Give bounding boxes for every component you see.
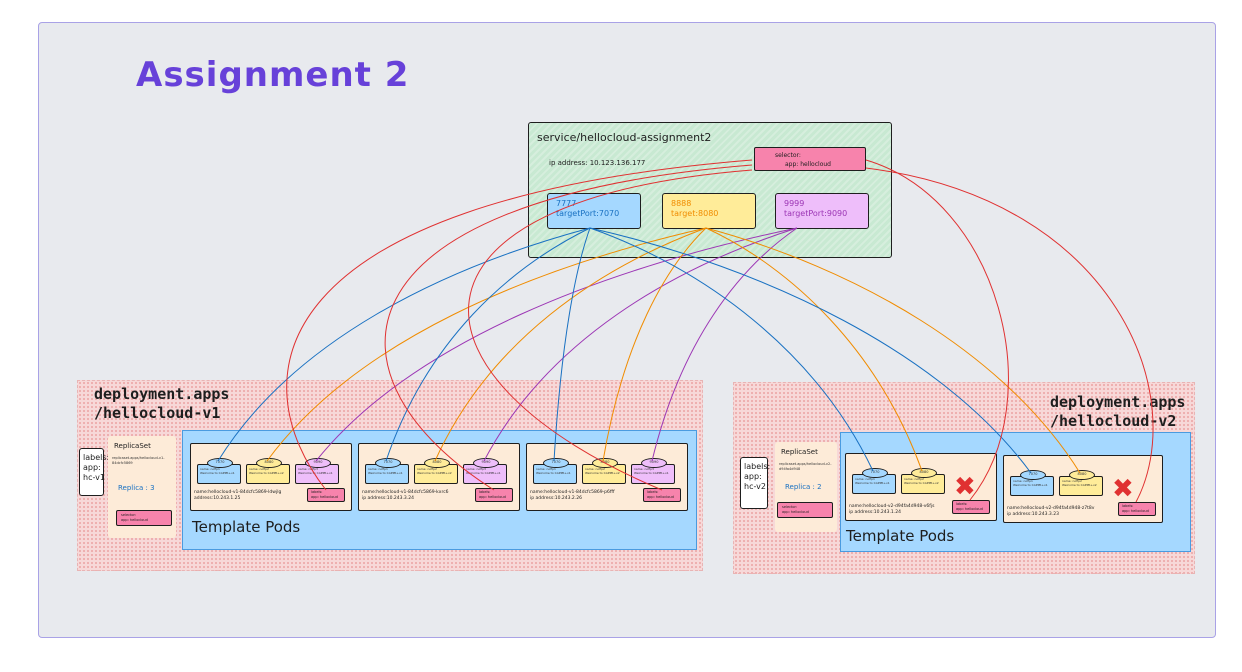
labels-v1: labels: app: hc-v1 [79, 448, 109, 496]
container-port-7070: 7070 [543, 458, 569, 468]
pod-v2-1-name: name:hellocloud-v2-d94fa4d948-v6fjs ip a… [849, 504, 935, 515]
port-8888-target: target:8080 [671, 209, 719, 218]
line-port-to-container-4 [385, 227, 591, 462]
pod-v1-3-labels: labels: app: hellocloud [643, 488, 681, 502]
red-x-icon: ✖ [954, 472, 976, 502]
replicaset-v2-selector: selector: app: hellocloud [777, 502, 833, 518]
container-7070: name: nofip1 Welcome to CAPPR+v1 [852, 474, 896, 494]
labels-v2: labels: app: hc-v2 [740, 457, 770, 509]
pod-v2-1-labels: labels: app: hellocloud [952, 500, 990, 514]
pod-v1-1-labels: labels: app: hellocloud [307, 488, 345, 502]
line-selector-to-label-4 [865, 159, 1009, 501]
replicaset-v2-name: replicaset.apps/hellocloud-v2-d94fa4d948 [779, 462, 832, 471]
replicaset-v2-replica: Replica : 2 [785, 483, 822, 491]
replicaset-v1-replica: Replica : 3 [118, 484, 155, 492]
container-8080: name: nofip2 Welcome to CAPPR+v2 [1059, 476, 1103, 496]
container-9090: name: nofip3 Welcome to CAPPR+v1 [463, 464, 507, 484]
port-7777-target: targetPort:7070 [556, 209, 620, 218]
line-port-to-container-10 [589, 227, 874, 472]
pod-v1-2-name: name:hellocloud-v1-84dcfc5869-kxrc6 ip a… [362, 490, 449, 501]
pod-v2-2-name: name:hellocloud-v2-d94fa4d948-z7t8v ip a… [1007, 506, 1095, 517]
line-port-to-container-7 [553, 227, 591, 462]
replicaset-v1: ReplicaSet replicaset.apps/hellocloud-v1… [108, 436, 176, 538]
service-port-7777: 7777 targetPort:7070 [547, 193, 641, 229]
line-selector-to-label-5 [865, 167, 1154, 503]
deployment-v1-title: deployment.apps /hellocloud-v1 [94, 385, 230, 422]
line-port-to-container-9 [651, 227, 798, 462]
container-port-9090: 9090 [641, 458, 667, 468]
line-port-to-container-2 [266, 227, 707, 462]
line-port-to-container-1 [217, 227, 591, 462]
container-port-8080: 8080 [424, 458, 450, 468]
template-pods-v2-label: Template Pods [846, 527, 955, 545]
line-port-to-container-13 [705, 227, 1081, 474]
service-port-8888: 8888 target:8080 [662, 193, 756, 229]
container-7070: name: nofip1 Welcome to CAPPR+v1 [197, 464, 241, 484]
service-box: service/hellocloud-assignment2 ip addres… [528, 122, 892, 258]
line-selector-to-label-3 [468, 169, 753, 491]
replicaset-v2-title: ReplicaSet [781, 448, 818, 456]
service-name: service/hellocloud-assignment2 [537, 131, 712, 144]
container-port-9090: 9090 [473, 458, 499, 468]
pod-v1-3-name: name:hellocloud-v1-84dcfc5869-p6fff ip a… [530, 490, 615, 501]
line-port-to-container-6 [483, 227, 798, 462]
template-pods-v1-label: Template Pods [192, 518, 301, 536]
service-ip: ip address: 10.123.136.177 [549, 159, 646, 167]
port-9999-number: 9999 [784, 199, 805, 208]
container-port-7070: 7070 [862, 468, 888, 478]
container-8080: name: nofip2 Welcome to CAPPR+v2 [414, 464, 458, 484]
page-title: Assignment 2 [136, 55, 410, 95]
pod-v1-1-name: name:hellocloud-v1-84dcfc5869-ldwjlg add… [194, 490, 282, 501]
pod-v2-2-labels: labels: app: hellocloud [1118, 502, 1156, 516]
line-selector-to-label-2 [384, 164, 753, 491]
service-selector-key: selector: [775, 152, 801, 159]
replicaset-v2: ReplicaSet replicaset.apps/hellocloud-v2… [775, 442, 837, 532]
replicaset-v1-selector: selector: app: hellocloud [116, 510, 172, 526]
line-port-to-container-11 [705, 227, 923, 472]
line-port-to-container-8 [602, 227, 707, 462]
service-selector: selector: app: hellocloud [754, 147, 866, 171]
container-port-7070: 7070 [1020, 470, 1046, 480]
port-7777-number: 7777 [556, 199, 577, 208]
line-selector-to-label-1 [286, 159, 753, 491]
service-port-9999: 9999 targetPort:9090 [775, 193, 869, 229]
line-port-to-container-3 [315, 227, 798, 462]
container-port-7070: 7070 [375, 458, 401, 468]
service-selector-value: app: hellocloud [785, 161, 831, 168]
line-port-to-container-5 [434, 227, 707, 462]
replicaset-v1-name: replicaset.apps/hellocloud-v1-84dcfc5869 [112, 456, 165, 465]
container-port-8080: 8080 [911, 468, 937, 478]
pod-v1-2-labels: labels: app: hellocloud [475, 488, 513, 502]
replicaset-v1-title: ReplicaSet [114, 442, 151, 450]
port-9999-target: targetPort:9090 [784, 209, 848, 218]
red-x-icon: ✖ [1112, 474, 1134, 504]
port-8888-number: 8888 [671, 199, 692, 208]
container-port-8080: 8080 [1069, 470, 1095, 480]
line-port-to-container-12 [589, 227, 1032, 474]
